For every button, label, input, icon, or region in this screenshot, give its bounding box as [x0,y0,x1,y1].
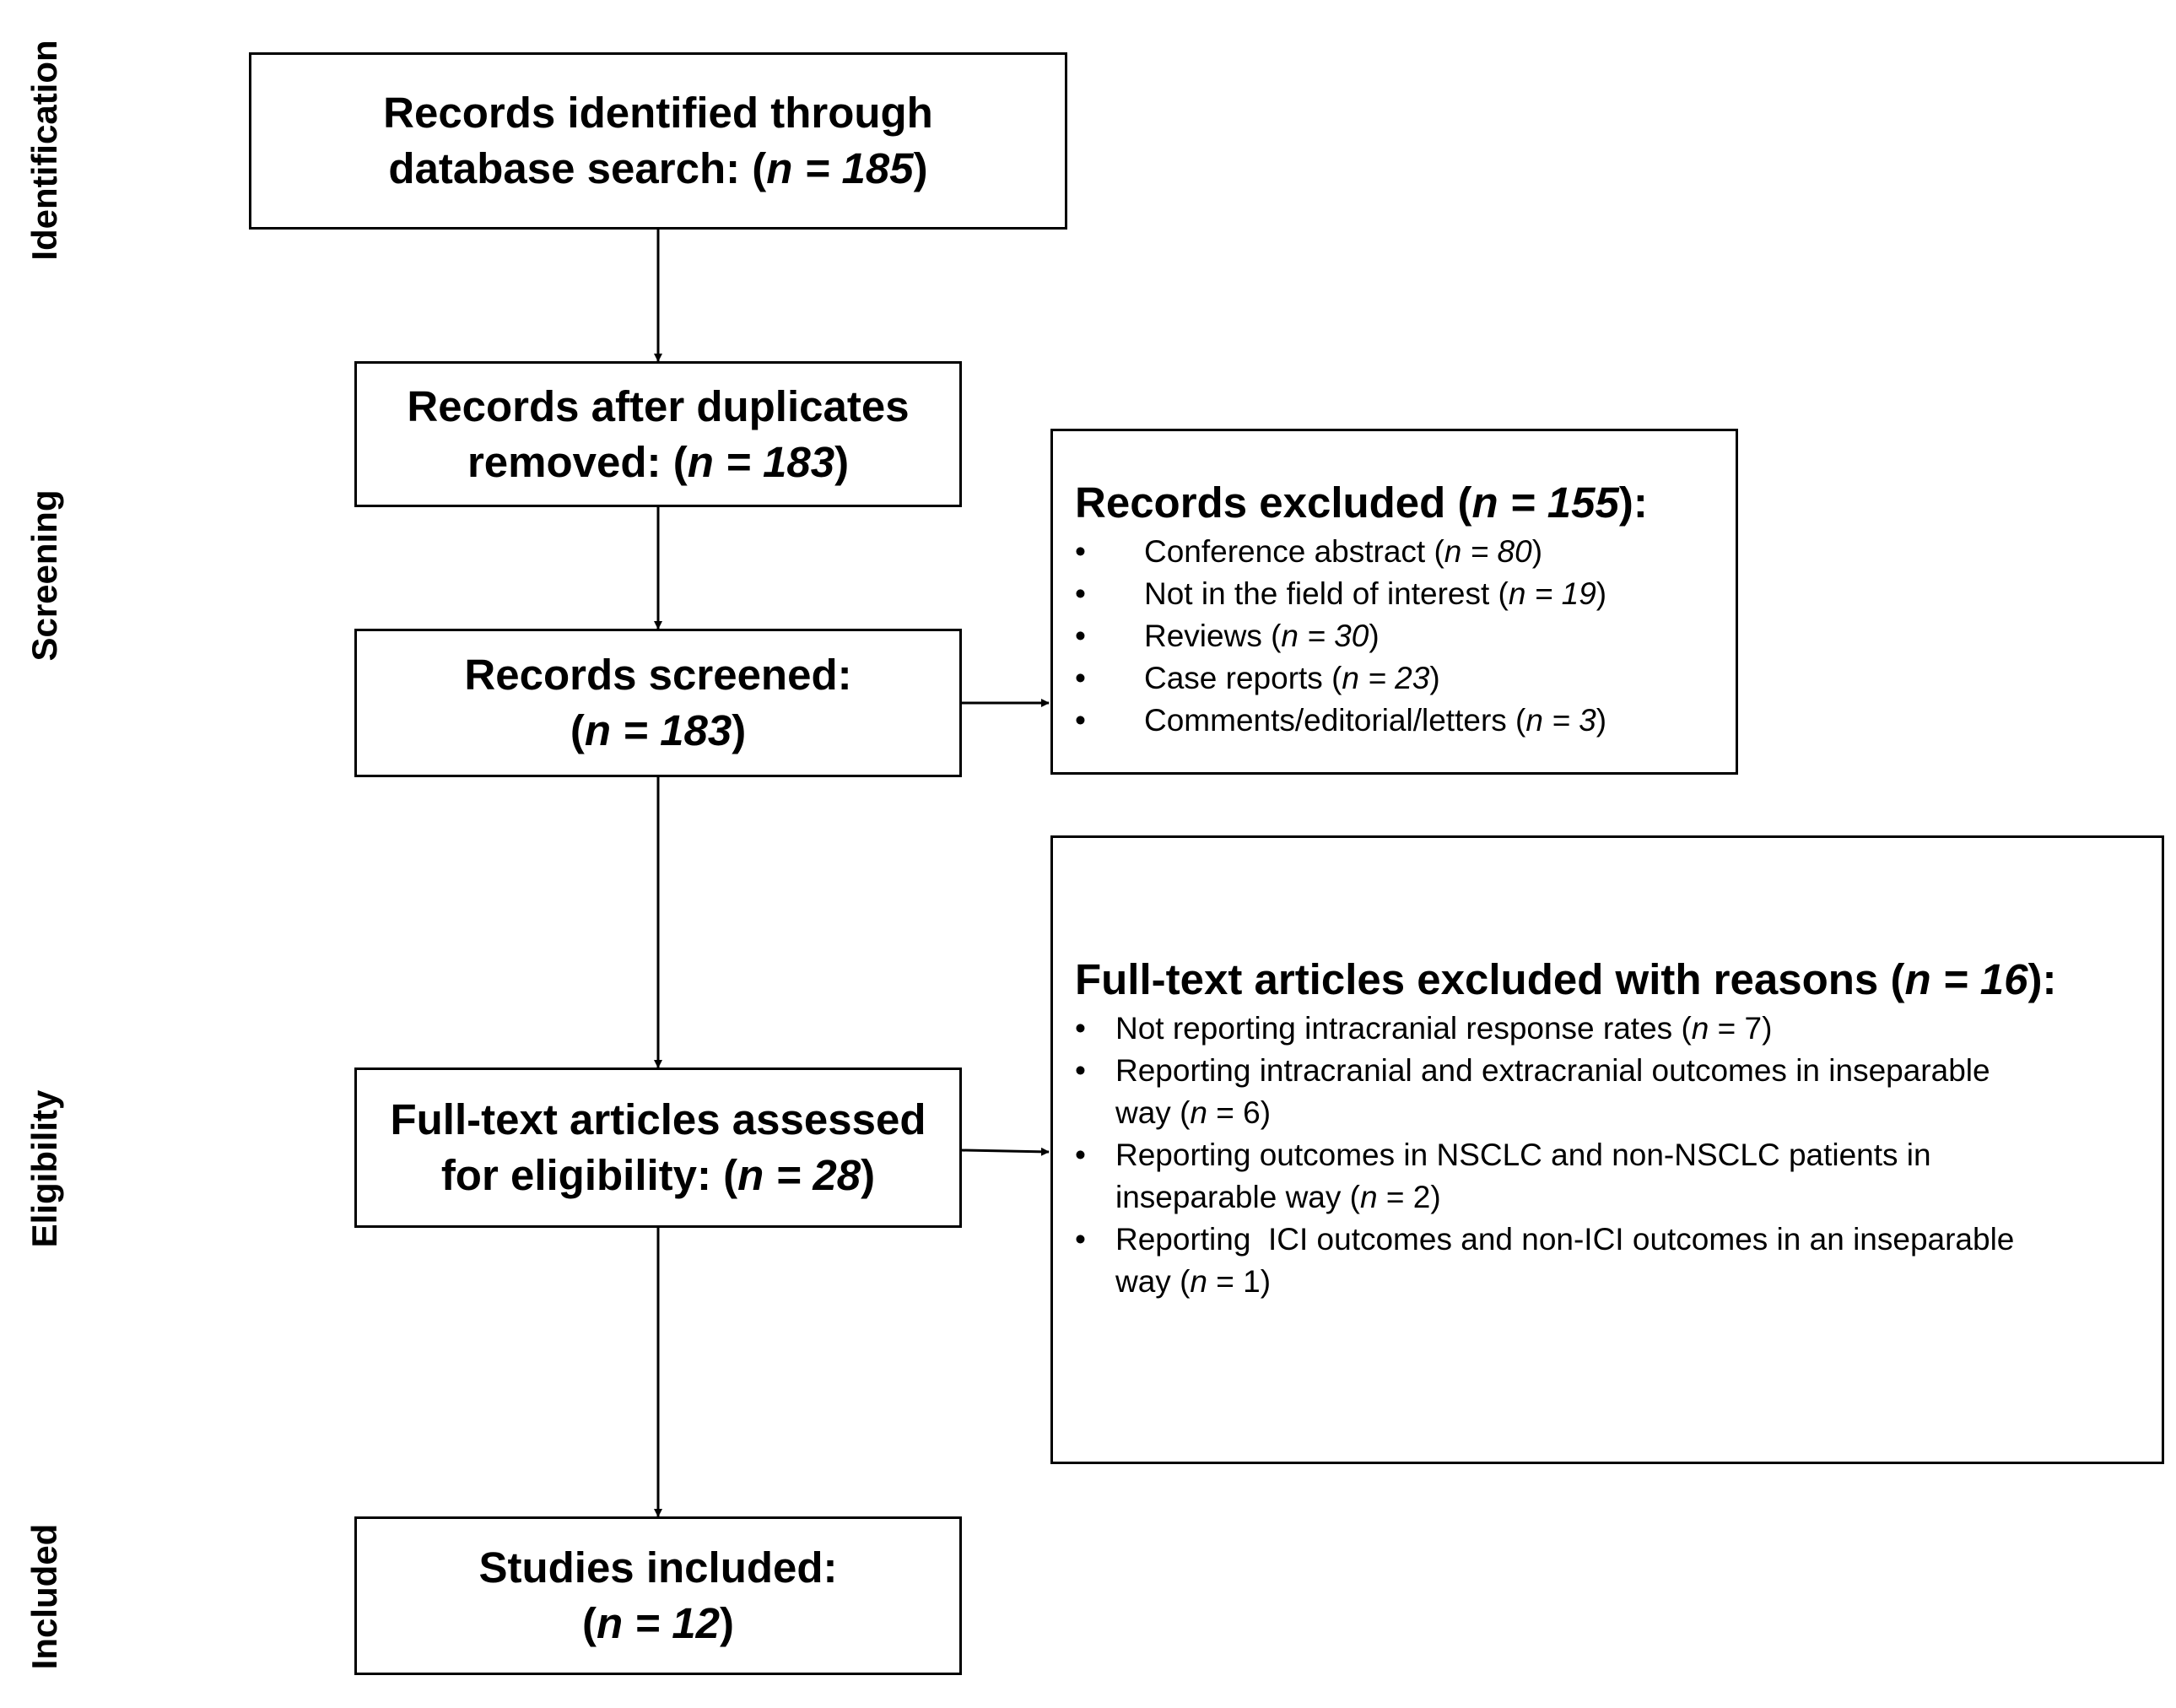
list-item: Reporting outcomes in NSCLC and non-NSCL… [1075,1134,2145,1219]
n-symbol: n [596,1599,624,1647]
n-symbol: n [766,144,793,192]
n-value: = 155 [1498,478,1619,527]
list-item: Not in the field of interest (n = 19) [1075,573,1719,615]
records-excluded-list: Conference abstract (n = 80) Not in the … [1075,531,1719,742]
after-duplicates-line2: removed: (n = 183) [467,437,850,486]
records-identified-line1: Records identified through [383,89,933,137]
fulltext-assessed-line2: for eligibility: (n = 28) [440,1151,876,1199]
list-item: Reporting intracranial and extracranial … [1075,1050,2145,1134]
list-item: Reporting ICI outcomes and non-ICI outco… [1075,1219,2145,1303]
fulltext-excluded-box: Full-text articles excluded with reasons… [1050,835,2164,1464]
stage-label-eligibility: Eligibility [24,1089,64,1248]
stage-label-screening: Screening [24,489,64,662]
records-identified-box: Records identified through database sear… [249,52,1067,230]
after-duplicates-line1: Records after duplicates [407,381,910,430]
records-excluded-box: Records excluded (n = 155): Conference a… [1050,429,1738,775]
fulltext-assessed-line1: Full-text articles assessed [390,1095,926,1143]
records-screened-line1: Records screened: [464,651,852,699]
list-item: Reviews (n = 30) [1075,615,1719,657]
fulltext-excluded-title: Full-text articles excluded with reasons… [1075,955,2057,1003]
stage-label-included: Included [24,1523,64,1670]
n-value: = 16 [1930,955,2028,1003]
records-identified-line2: database search: (n = 185) [388,144,928,192]
studies-included-line2: (n = 12) [582,1599,734,1647]
list-item: Comments/editorial/letters (n = 3) [1075,700,1719,742]
n-symbol: n [687,437,714,486]
records-after-duplicates-box: Records after duplicates removed: (n = 1… [354,361,962,507]
list-item: Not reporting intracranial response rate… [1075,1008,2145,1050]
studies-included-line1: Studies included: [478,1543,838,1592]
n-symbol: n [1904,955,1931,1003]
records-excluded-title: Records excluded (n = 155): [1075,478,1648,527]
arrow-fulltext-to-fulltext-excluded [961,1147,1050,1156]
n-value: = 28 [764,1151,861,1199]
n-symbol: n [737,1151,764,1199]
n-symbol: n [1471,478,1498,527]
n-value: = 183 [610,706,732,754]
studies-included-box: Studies included: (n = 12) [354,1516,962,1675]
n-value: = 183 [713,437,835,486]
list-item: Conference abstract (n = 80) [1075,531,1719,573]
n-symbol: n [584,706,611,754]
fulltext-assessed-box: Full-text articles assessed for eligibil… [354,1068,962,1228]
records-screened-line2: (n = 183) [570,706,747,754]
n-value: = 185 [792,144,914,192]
fulltext-excluded-list: Not reporting intracranial response rate… [1075,1008,2145,1303]
n-value: = 12 [623,1599,720,1647]
list-item: Case reports (n = 23) [1075,657,1719,700]
records-screened-box: Records screened: (n = 183) [354,629,962,777]
stage-label-identification: Identification [24,40,64,261]
